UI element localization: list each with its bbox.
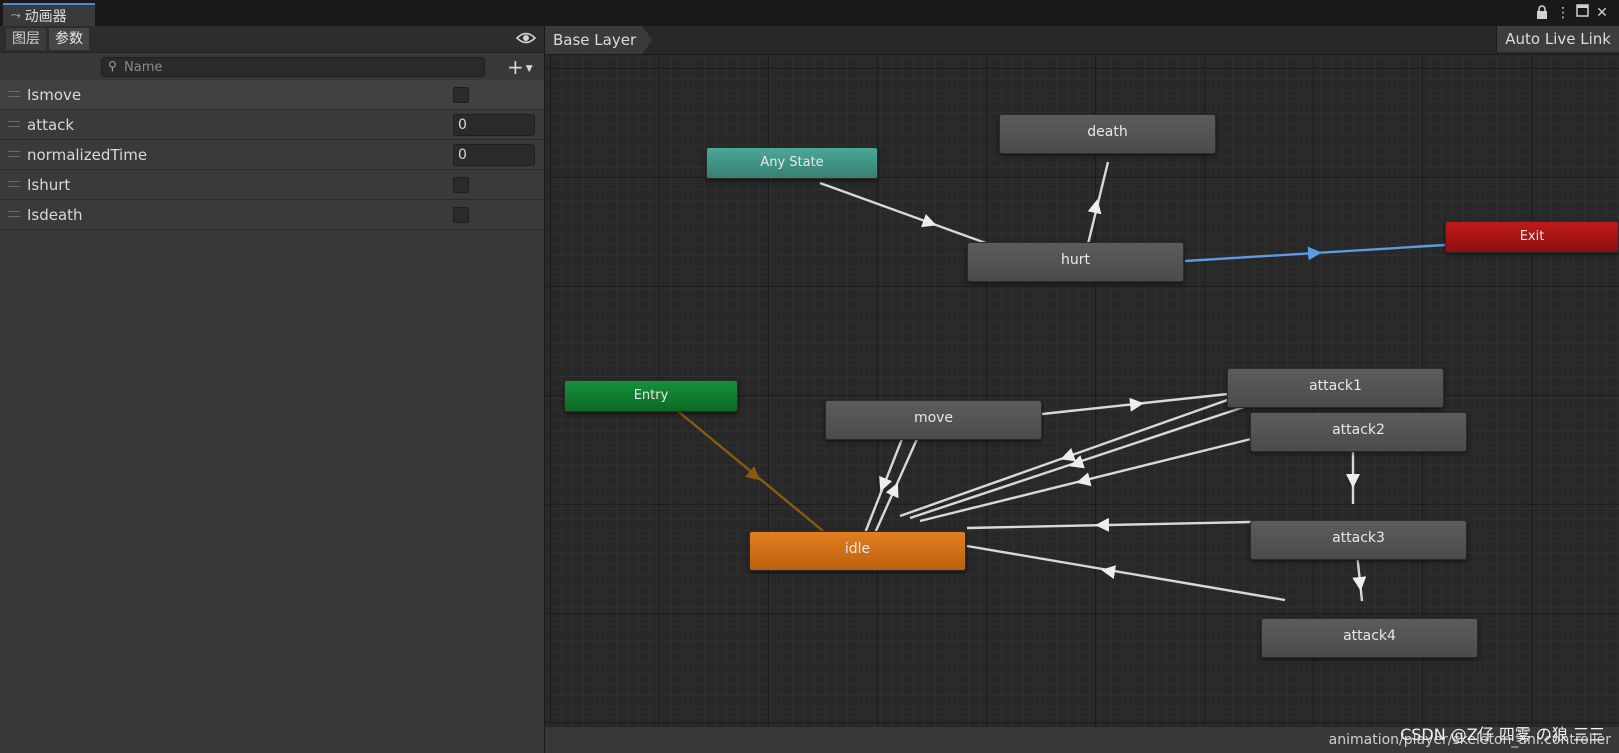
drag-handle-icon[interactable] [8, 211, 20, 217]
controller-path: animation/player/skeleton_ani.controller [1328, 732, 1611, 748]
close-icon[interactable]: ✕ [1596, 5, 1608, 21]
drag-handle-icon[interactable] [8, 121, 20, 127]
drag-handle-icon[interactable] [8, 151, 20, 157]
parameter-name: Ismove [27, 86, 82, 104]
breadcrumb-base-layer[interactable]: Base Layer [545, 26, 652, 54]
watermark: CSDN @Z仔 四雾 の狼 三三 [1400, 725, 1605, 744]
parameter-name: attack [27, 116, 75, 134]
state-entry[interactable]: Entry [564, 380, 738, 412]
parameter-row-attack[interactable]: attack 0 [0, 110, 544, 140]
state-hurt[interactable]: hurt [967, 242, 1184, 282]
auto-live-link-button[interactable]: Auto Live Link [1496, 26, 1619, 52]
transition-hurt-exit[interactable] [1184, 243, 1446, 263]
search-input[interactable] [124, 58, 479, 76]
float-field[interactable]: 0 [453, 144, 535, 166]
bool-checkbox[interactable] [453, 177, 469, 193]
panel-tab-bar: 图层 参数 [0, 26, 544, 53]
transition-hurt-death[interactable] [1085, 161, 1110, 249]
search-icon: ⚲ [108, 59, 117, 73]
bool-checkbox[interactable] [453, 207, 469, 223]
state-attack3[interactable]: attack3 [1250, 520, 1467, 560]
parameter-row-normalizedtime[interactable]: normalizedTime 0 [0, 140, 544, 170]
state-machine-graph[interactable]: Any State death hurt Exit Entry move idl… [545, 26, 1619, 727]
drag-handle-icon[interactable] [8, 91, 20, 97]
state-move[interactable]: move [825, 400, 1042, 440]
parameters-panel: 图层 参数 ⚲ +▼ Ismove attack 0 normalizedTim… [0, 26, 545, 753]
state-attack1[interactable]: attack1 [1227, 368, 1444, 408]
tab-parameters[interactable]: 参数 [49, 28, 89, 50]
tab-layers[interactable]: 图层 [6, 28, 46, 50]
parameter-name: Isdeath [27, 206, 83, 224]
state-attack4[interactable]: attack4 [1261, 618, 1478, 658]
parameter-row-ismove[interactable]: Ismove [0, 80, 544, 110]
transition-entry-idle[interactable] [661, 397, 824, 532]
transition-attack1-idle-2[interactable] [909, 398, 1266, 520]
parameter-search[interactable]: ⚲ [101, 57, 485, 77]
animator-tab-label: 动画器 [24, 8, 67, 25]
transition-anystate-hurt[interactable] [819, 181, 1006, 252]
parameter-name: Ishurt [27, 176, 71, 194]
transition-attack3-idle[interactable] [966, 520, 1252, 530]
window-title-bar: ⤳ 动画器 ⋮ ✕ [0, 0, 1619, 26]
animator-window-tab[interactable]: ⤳ 动画器 [3, 3, 95, 26]
animator-icon: ⤳ [11, 8, 21, 22]
eye-icon[interactable] [515, 30, 537, 46]
state-idle[interactable]: idle [749, 531, 966, 571]
parameter-name: normalizedTime [27, 146, 148, 164]
drag-handle-icon[interactable] [8, 181, 20, 187]
maximize-icon[interactable] [1573, 4, 1591, 22]
parameter-row-ishurt[interactable]: Ishurt [0, 170, 544, 200]
lock-icon[interactable] [1533, 4, 1551, 22]
state-death[interactable]: death [999, 114, 1216, 154]
bool-checkbox[interactable] [453, 87, 469, 103]
parameter-row-isdeath[interactable]: Isdeath [0, 200, 544, 230]
status-bar: animation/player/skeleton_ani.controller [545, 727, 1619, 753]
transition-move-attack1[interactable] [1041, 392, 1229, 416]
chevron-down-icon: ▼ [525, 63, 533, 74]
menu-dots-icon[interactable]: ⋮ [1556, 5, 1570, 21]
int-field[interactable]: 0 [453, 114, 535, 136]
state-exit[interactable]: Exit [1445, 221, 1619, 253]
state-any-state[interactable]: Any State [706, 147, 878, 179]
transition-attack4-idle[interactable] [966, 544, 1286, 602]
add-parameter-button[interactable]: +▼ [507, 56, 539, 78]
state-attack2[interactable]: attack2 [1250, 412, 1467, 452]
graph-toolbar: Base Layer Auto Live Link [545, 26, 1619, 55]
plus-icon: + [507, 55, 524, 79]
